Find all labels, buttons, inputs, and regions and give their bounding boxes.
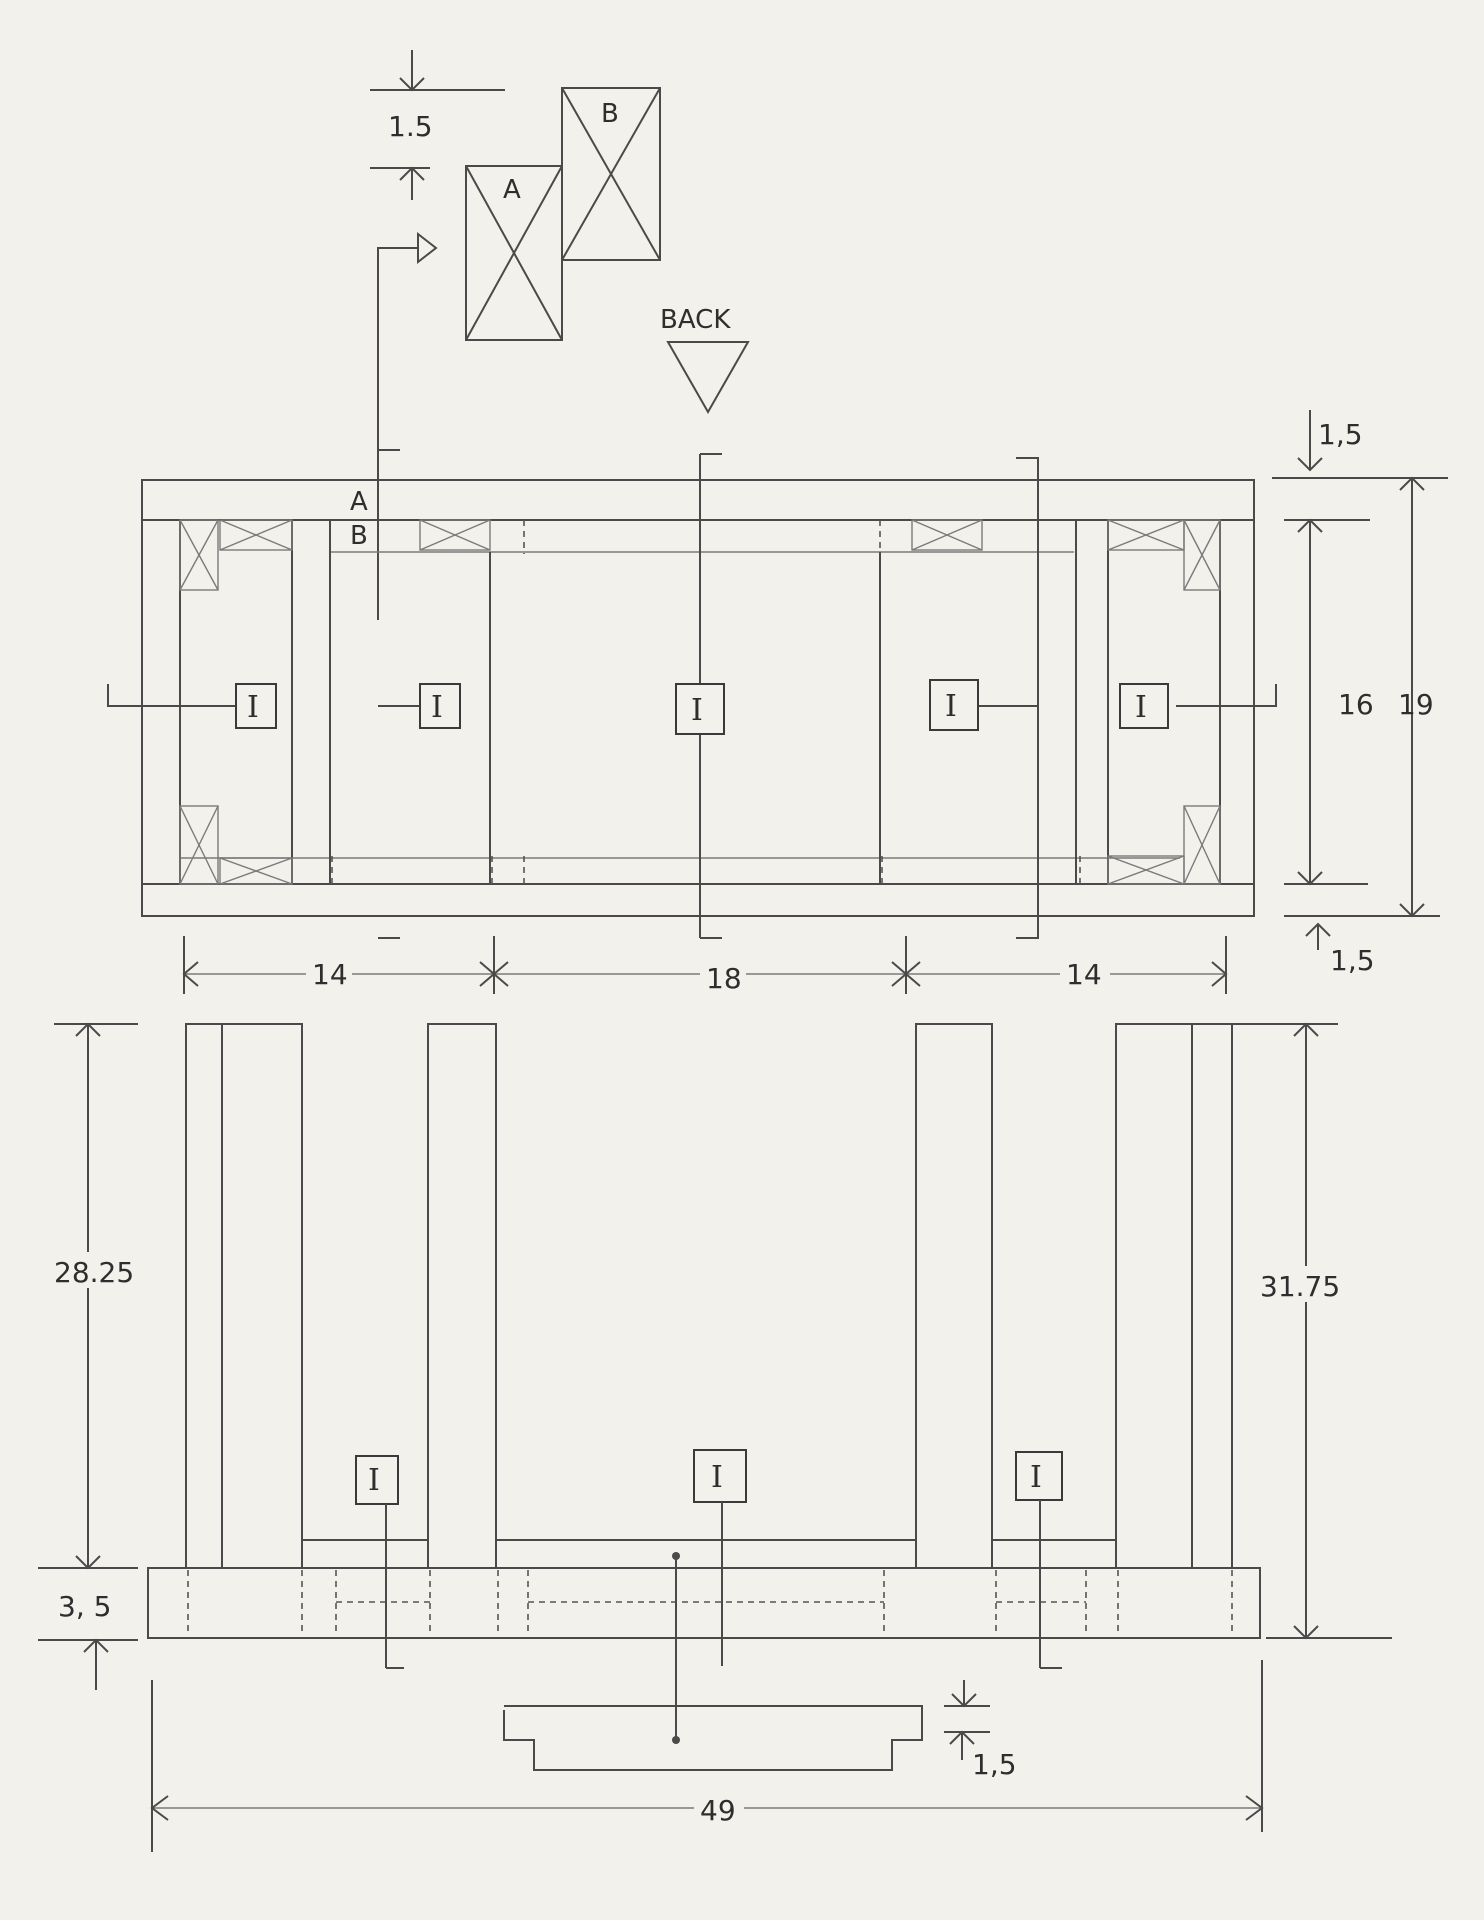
profile-a-label: A [503,175,521,205]
part-marker: I [945,689,957,724]
top-bay-left [179,519,525,885]
front-elevation: I I I [147,1023,1261,1771]
dim-span-center: 18 [706,962,742,995]
dim-span-left: 14 [312,958,348,991]
section-arrow-icon [417,231,438,265]
part-marker: I [691,693,703,728]
dim-leg-height-right: 31.75 [1260,1270,1340,1303]
dim-overall-width: 49 [700,1794,736,1827]
part-marker: I [431,690,443,725]
top-section-a-label: A [350,487,368,517]
dim-top-depth-inner: 16 [1338,688,1374,721]
profile-b: B [561,87,661,261]
base-profile-detail [503,1552,923,1771]
front-elevation-dimensions: 28.25 31.75 3, 5 1,5 49 [38,1022,1392,1852]
top-bay-right [879,519,1221,885]
top-part-markers: I I I I I [235,679,1169,735]
dim-base-height: 3, 5 [58,1590,111,1623]
back-label: BACK [660,305,731,335]
profile-a: A [465,165,563,341]
dim-detail-thickness: 1,5 [972,1748,1017,1781]
dim-top-thickness-lead: 1.5 [388,110,433,143]
front-part-markers: I I I [355,1449,1063,1669]
part-marker: I [247,690,259,725]
part-marker: I [711,1460,723,1495]
section-detail: 1.5 A B [370,50,661,620]
dim-leg-height-left: 28.25 [54,1256,134,1289]
back-arrow-icon [666,341,750,415]
dim-top-edge-bottom: 1,5 [1330,944,1375,977]
dim-top-depth-outer: 19 [1398,688,1434,721]
part-marker: I [1030,1460,1042,1495]
top-view: I I I I I A B [107,449,1277,939]
part-marker: I [1135,690,1147,725]
top-view-dimensions: 1,5 16 19 1,5 14 18 14 [182,410,1448,995]
back-view-indicator: BACK [660,305,750,415]
top-section-b-label: B [350,521,368,551]
part-marker: I [368,1463,380,1498]
dim-span-right: 14 [1066,958,1102,991]
dim-top-edge-top: 1,5 [1318,418,1363,451]
profile-b-label: B [601,99,619,129]
